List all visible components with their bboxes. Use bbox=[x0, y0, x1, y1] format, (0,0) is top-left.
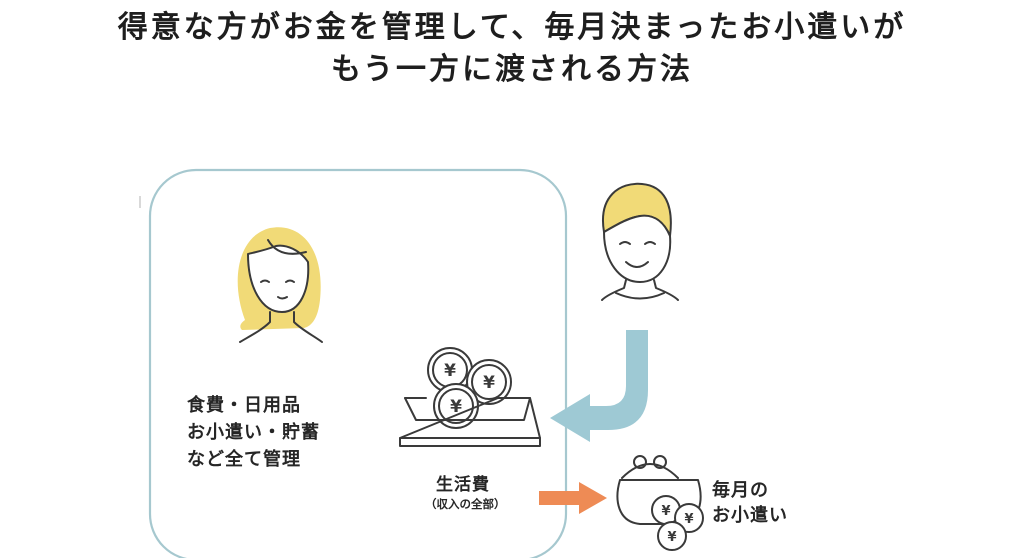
coin-yen-symbol: ¥ bbox=[667, 530, 676, 545]
monthly-allowance-label: 毎月の お小遣い bbox=[712, 478, 788, 528]
living-expenses-subtitle: （収入の全部） bbox=[425, 497, 506, 511]
responsibility-line: お小遣い・貯蓄 bbox=[187, 422, 320, 443]
coin-purse-icon bbox=[616, 455, 704, 551]
man-avatar-icon bbox=[601, 182, 679, 301]
living-expenses-tray-icon bbox=[399, 347, 541, 447]
allowance-arrow bbox=[539, 482, 607, 514]
coin-yen-symbol: ¥ bbox=[444, 361, 456, 381]
responsibility-line: 食費・日用品 bbox=[187, 395, 301, 416]
income-arrow bbox=[550, 330, 648, 442]
woman-avatar-icon bbox=[237, 227, 323, 343]
coin-yen-symbol: ¥ bbox=[661, 504, 670, 519]
allowance-line: お小遣い bbox=[712, 505, 788, 526]
manager-responsibilities: 食費・日用品 お小遣い・貯蓄 など全て管理 bbox=[187, 392, 320, 473]
allowance-line: 毎月の bbox=[712, 480, 769, 501]
coin-yen-symbol: ¥ bbox=[684, 512, 693, 527]
manager-frame bbox=[148, 168, 568, 558]
coin-yen-symbol: ¥ bbox=[450, 397, 462, 417]
title-line-2: もう一方に渡される方法 bbox=[330, 52, 694, 87]
coin-yen-symbol: ¥ bbox=[483, 373, 495, 393]
living-expenses-label: 生活費 bbox=[436, 475, 490, 495]
title-line-1: 得意な方がお金を管理して、毎月決まったお小遣いが bbox=[117, 10, 907, 45]
responsibility-line: など全て管理 bbox=[187, 449, 301, 470]
